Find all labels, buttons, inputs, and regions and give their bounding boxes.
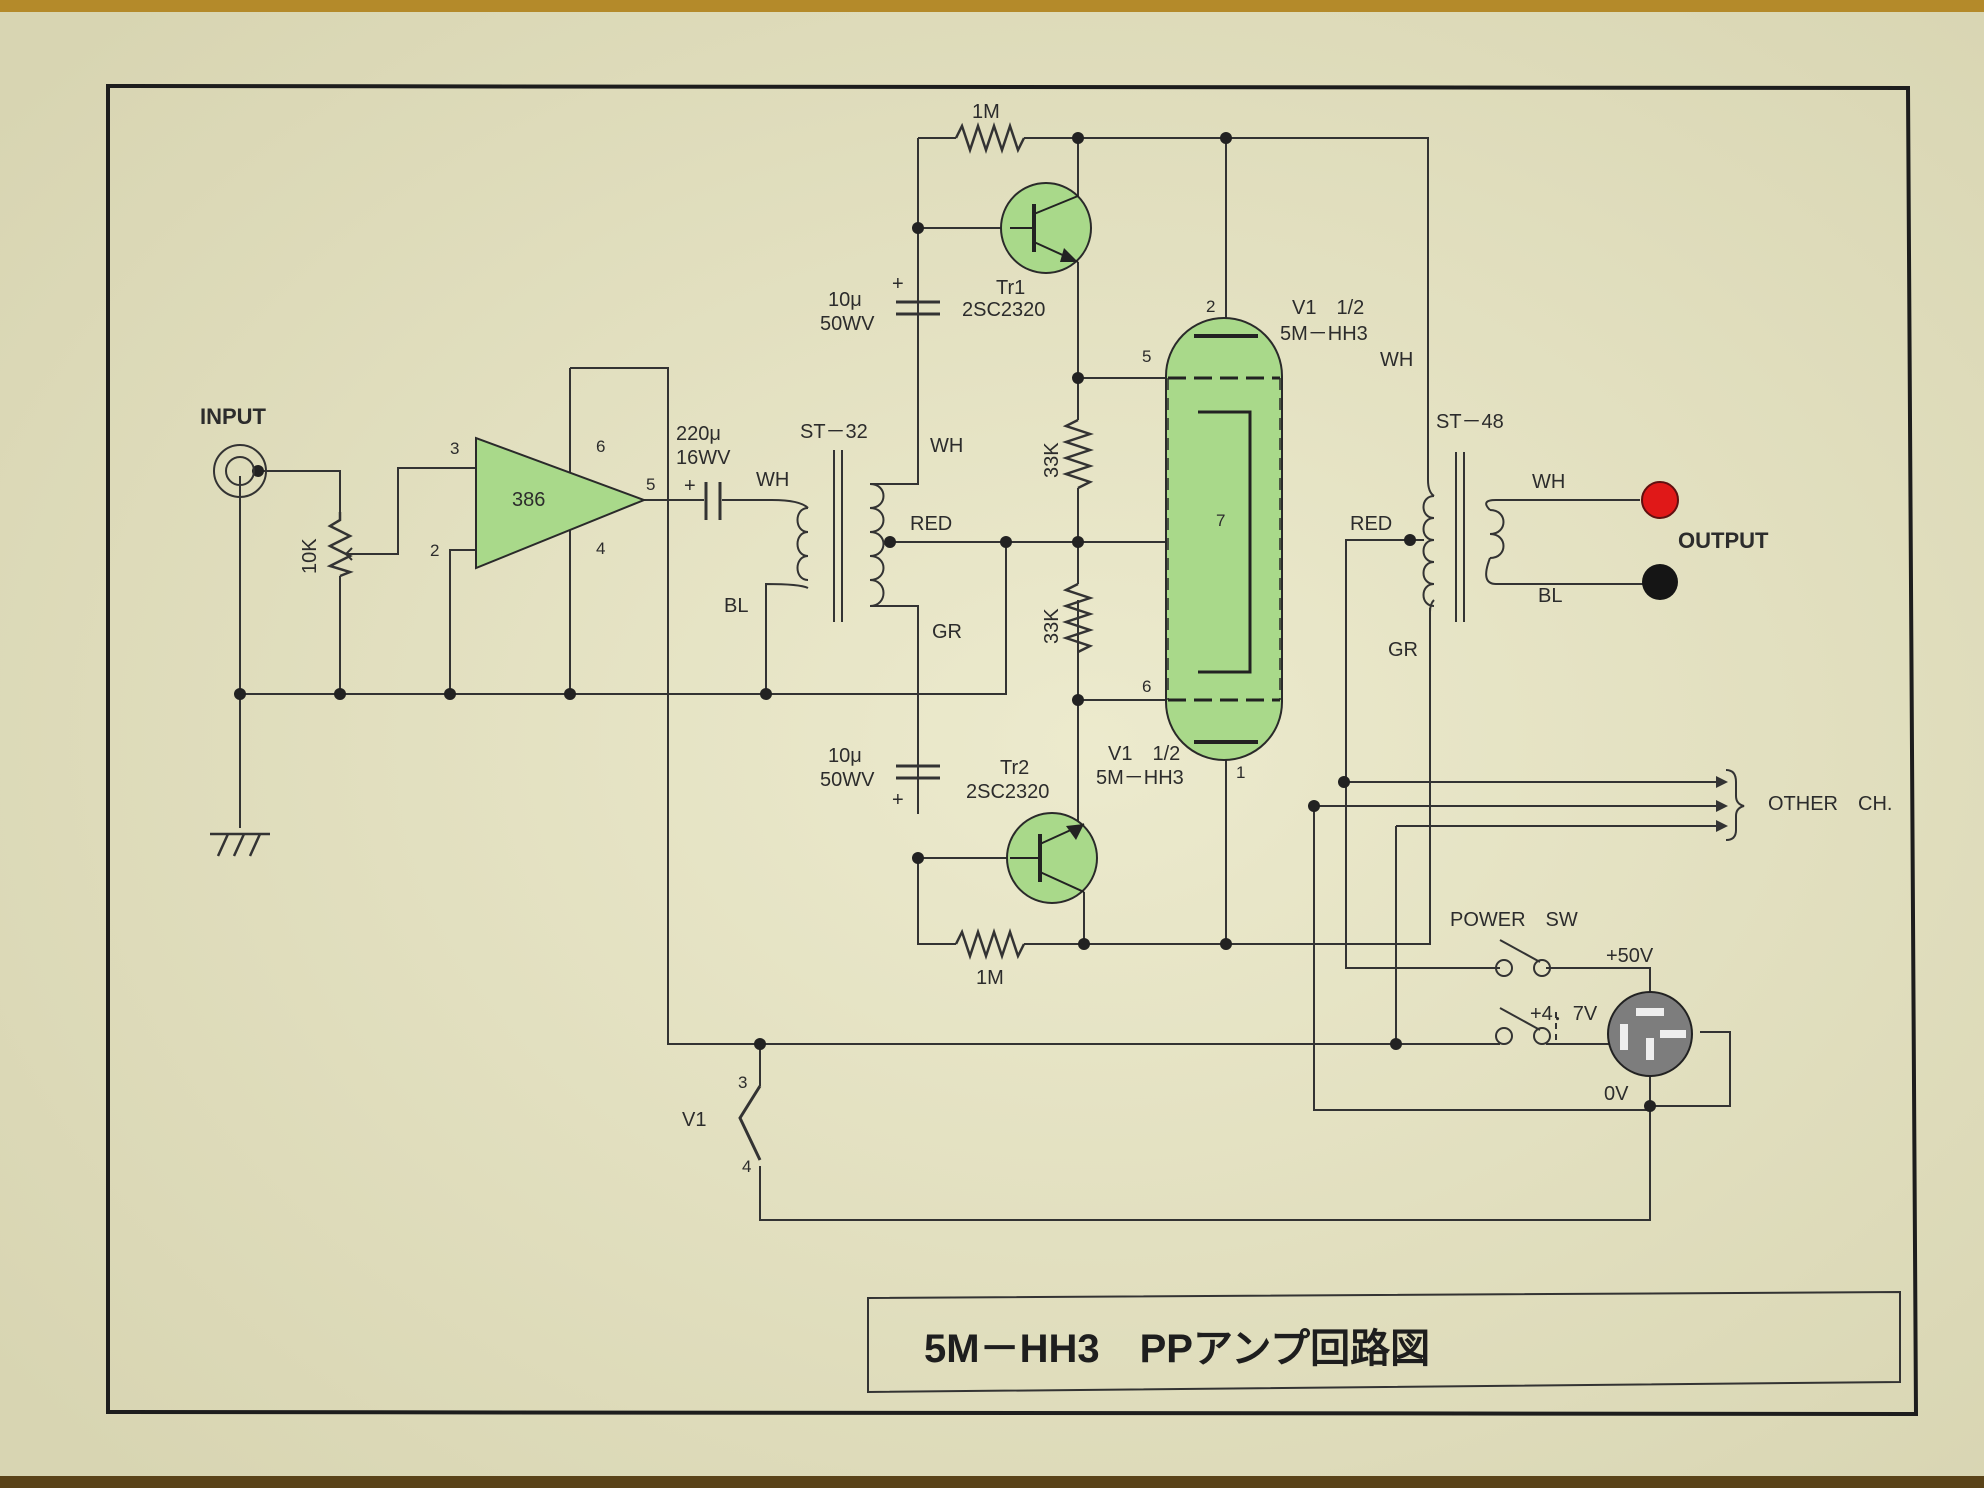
- resistor-1m-bottom: [954, 928, 1026, 960]
- v0-label: 0V: [1604, 1083, 1629, 1105]
- st32-wh-primary: WH: [756, 469, 789, 491]
- tube-pin7: 7: [1216, 511, 1225, 530]
- ground-symbol: [210, 832, 270, 857]
- heater-pin4: 4: [742, 1157, 751, 1176]
- ic-pin2-label: 2: [430, 541, 439, 560]
- input-jack: [213, 444, 267, 498]
- v47-label: +4．7V: [1530, 1003, 1598, 1025]
- resistor-33k-bottom: [1062, 582, 1094, 654]
- tr2-label: Tr2: [1000, 757, 1029, 779]
- tube-pin5: 5: [1142, 347, 1151, 366]
- tr2-type: 2SC2320: [966, 781, 1049, 803]
- ic-386: [475, 436, 647, 570]
- output-label: OUTPUT: [1678, 528, 1769, 553]
- pot-wiper-arrow: [344, 547, 362, 561]
- st48-wh-secondary: WH: [1532, 471, 1565, 493]
- r33k-top-label: 33K: [1041, 442, 1063, 478]
- tube-pin2: 2: [1206, 297, 1215, 316]
- bottom-edge: [0, 1476, 1984, 1488]
- st32-red-label: RED: [910, 513, 952, 535]
- st32-bl-label: BL: [724, 595, 748, 617]
- capacitor-10u-bottom: [896, 764, 940, 780]
- cap220-plus: +: [684, 475, 696, 497]
- st48-bl-label: BL: [1538, 585, 1562, 607]
- r1m-top-label: 1M: [972, 101, 1000, 123]
- junctions: [234, 132, 1656, 1112]
- tube-bottom-type: 5M－HH3: [1096, 767, 1184, 789]
- st32-label: ST－32: [800, 421, 868, 443]
- ic-pin5-label: 5: [646, 475, 655, 494]
- wiring: [239, 137, 1731, 1221]
- cap220-value: 220μ: [676, 423, 721, 445]
- heater-pin3: 3: [738, 1073, 747, 1092]
- input-label: INPUT: [200, 404, 267, 429]
- tr1-label: Tr1: [996, 277, 1025, 299]
- tr1-type: 2SC2320: [962, 299, 1045, 321]
- output-terminal-black: [1642, 564, 1678, 600]
- paper: [0, 8, 1984, 1478]
- transformer-st32: [796, 450, 885, 622]
- ic-label: 386: [512, 489, 545, 511]
- resistor-33k-top: [1062, 418, 1094, 490]
- st32-wh-secondary: WH: [930, 435, 963, 457]
- diagram-frame: [106, 83, 1919, 1417]
- r33k-bottom-label: 33K: [1041, 608, 1063, 644]
- diagram-title: 5M－HH3 PPアンプ回路図: [924, 1327, 1430, 1371]
- power-sw-label: POWER SW: [1450, 909, 1578, 931]
- v50-label: +50V: [1606, 945, 1654, 967]
- heater-v1: [738, 1085, 762, 1161]
- st48-gr-label: GR: [1388, 639, 1418, 661]
- potentiometer: [326, 512, 354, 578]
- st48-red-label: RED: [1350, 513, 1392, 535]
- tube-bottom-v1: V1 1/2: [1108, 743, 1180, 765]
- cap10-top-voltage: 50WV: [820, 313, 875, 335]
- capacitor-220u: [704, 482, 722, 520]
- ic-pin3-label: 3: [450, 439, 459, 458]
- r1m-bottom-label: 1M: [976, 967, 1004, 989]
- cap220-voltage: 16WV: [676, 447, 731, 469]
- heater-v1-label: V1: [682, 1109, 706, 1131]
- other-ch-label: OTHER CH.: [1768, 793, 1892, 815]
- capacitor-10u-top: [896, 300, 940, 316]
- st48-wh-primary: WH: [1380, 349, 1413, 371]
- power-connector: [1607, 991, 1693, 1077]
- st48-label: ST－48: [1436, 411, 1504, 433]
- tube-pin1: 1: [1236, 763, 1245, 782]
- resistor-1m-top: [954, 122, 1026, 154]
- transformer-st48: [1422, 452, 1505, 622]
- transistor-tr1: [1000, 182, 1092, 274]
- output-terminal-red: [1641, 481, 1679, 519]
- ic-pin6-label: 6: [596, 437, 605, 456]
- cap10-bottom-value: 10μ: [828, 745, 862, 767]
- tube-top-v1: V1 1/2: [1292, 297, 1364, 319]
- cap10-bottom-voltage: 50WV: [820, 769, 875, 791]
- transistor-tr2: [1006, 812, 1098, 904]
- tube-pin6: 6: [1142, 677, 1151, 696]
- other-channel-brace: [1725, 769, 1745, 841]
- pot-label: 10K: [299, 538, 321, 574]
- ic-pin4-label: 4: [596, 539, 605, 558]
- tube-top-type: 5M－HH3: [1280, 323, 1368, 345]
- top-edge: [0, 0, 1984, 12]
- st32-gr-label: GR: [932, 621, 962, 643]
- cap10-bottom-plus: +: [892, 789, 904, 811]
- title-box: [867, 1290, 1901, 1394]
- cap10-top-plus: +: [892, 273, 904, 295]
- power-switch: [1495, 939, 1551, 1045]
- other-channel-arrows: [1716, 776, 1728, 832]
- cap10-top-value: 10μ: [828, 289, 862, 311]
- vacuum-tube-5m-hh3: [1165, 317, 1283, 761]
